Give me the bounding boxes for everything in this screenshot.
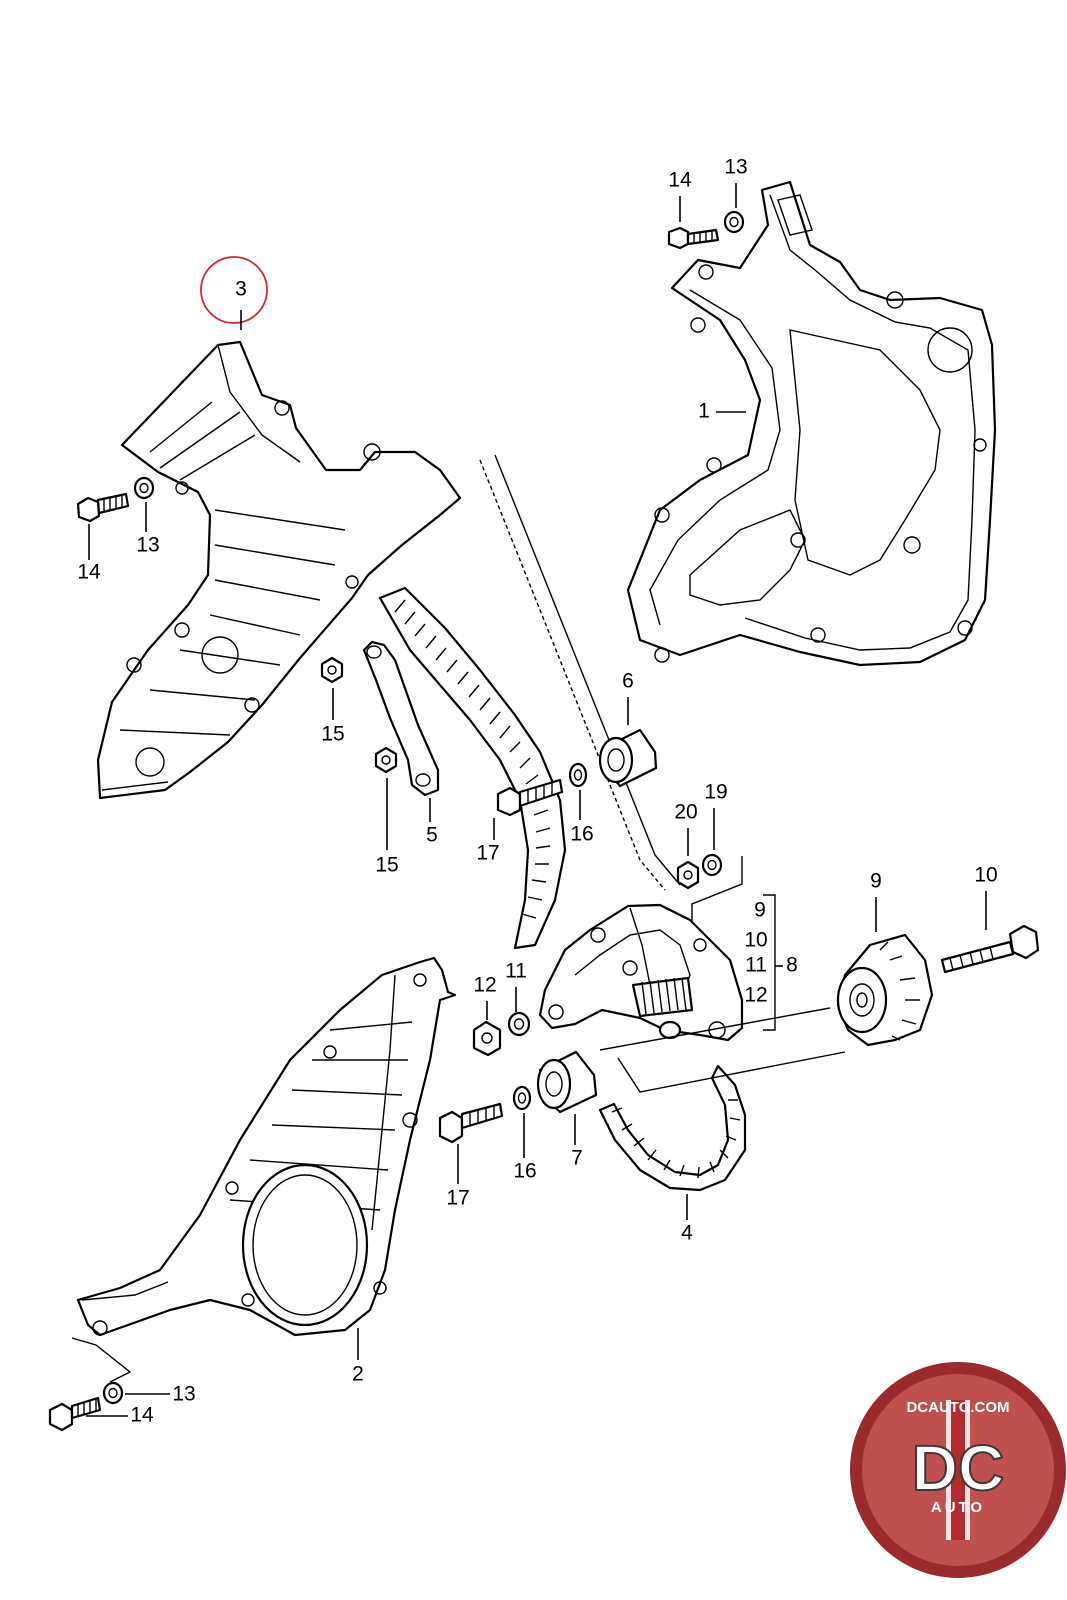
callout-3-top: 3 <box>235 278 247 301</box>
tensioner-assembly-part-8 <box>538 903 744 1042</box>
callout-19: 19 <box>704 781 727 804</box>
callout-7: 7 <box>571 1147 583 1170</box>
logo-big-text: DC <box>912 1432 1004 1504</box>
nut-15-upper <box>320 656 344 684</box>
washer-16-upper <box>568 762 588 788</box>
callout-20: 20 <box>674 801 697 824</box>
bracket-part-5 <box>362 640 440 797</box>
callout-16-lower: 16 <box>513 1160 536 1183</box>
callout-16-upper: 16 <box>570 823 593 846</box>
crankshaft-gear-part-9 <box>836 933 934 1047</box>
washer-13-bottom <box>102 1381 124 1405</box>
logo-top-text: DCAUTO.COM <box>906 1399 1009 1416</box>
washer-13-top-right <box>723 210 745 234</box>
callout-4: 4 <box>681 1222 693 1245</box>
lower-timing-cover-part-2 <box>76 956 457 1337</box>
timing-belt-part-4 <box>378 454 747 1192</box>
callout-12-bracket: 12 <box>744 984 767 1007</box>
callout-11-washer: 11 <box>505 960 527 983</box>
callout-8: 8 <box>786 954 798 977</box>
callout-17-lower: 17 <box>446 1187 469 1210</box>
callout-13-left: 13 <box>136 534 159 557</box>
callout-15-lower: 15 <box>375 854 398 877</box>
bolt-17-lower <box>438 1102 504 1144</box>
callout-13-top-right: 13 <box>724 156 747 179</box>
idler-roller-part-6 <box>598 728 658 788</box>
callout-11-bracket: 11 <box>745 954 767 977</box>
rear-timing-plate-part-1 <box>626 180 997 667</box>
callout-1: 1 <box>698 400 710 423</box>
callout-14-bottom: 14 <box>130 1404 154 1427</box>
washer-16-lower <box>512 1085 532 1111</box>
washer-19 <box>701 853 723 877</box>
washer-11 <box>507 1011 531 1037</box>
callout-10-bracket: 10 <box>744 929 767 952</box>
callout-6: 6 <box>622 670 634 693</box>
nut-15-lower <box>374 746 398 774</box>
callout-9-bracket: 9 <box>754 899 766 922</box>
nut-20 <box>676 860 700 890</box>
callout-5: 5 <box>426 824 438 847</box>
callout-12-nut: 12 <box>473 974 496 997</box>
logo-sub-text: AUTO <box>931 1499 985 1516</box>
idler-roller-part-7 <box>536 1050 598 1114</box>
washer-13-left <box>133 476 155 500</box>
dcauto-logo: DCAUTO.COM DC AUTO <box>850 1362 1066 1578</box>
bolt-14-bottom <box>48 1396 102 1432</box>
nut-12 <box>472 1020 502 1057</box>
callout-15-upper: 15 <box>321 723 344 746</box>
callout-9-gear: 9 <box>870 870 882 893</box>
callout-14-top-right: 14 <box>668 169 692 192</box>
callout-17-upper: 17 <box>476 842 499 865</box>
callout-10-bolt: 10 <box>974 864 997 887</box>
bolt-14-left <box>76 492 130 523</box>
highlight-circle <box>200 256 268 324</box>
bolt-10 <box>940 924 1040 974</box>
upper-timing-cover-part-3 <box>96 340 462 800</box>
callout-2: 2 <box>352 1363 364 1386</box>
bolt-14-top-right <box>667 226 720 250</box>
callout-14-left: 14 <box>77 561 101 584</box>
bolt-17-upper <box>496 778 564 817</box>
callout-13-bottom: 13 <box>172 1383 195 1406</box>
